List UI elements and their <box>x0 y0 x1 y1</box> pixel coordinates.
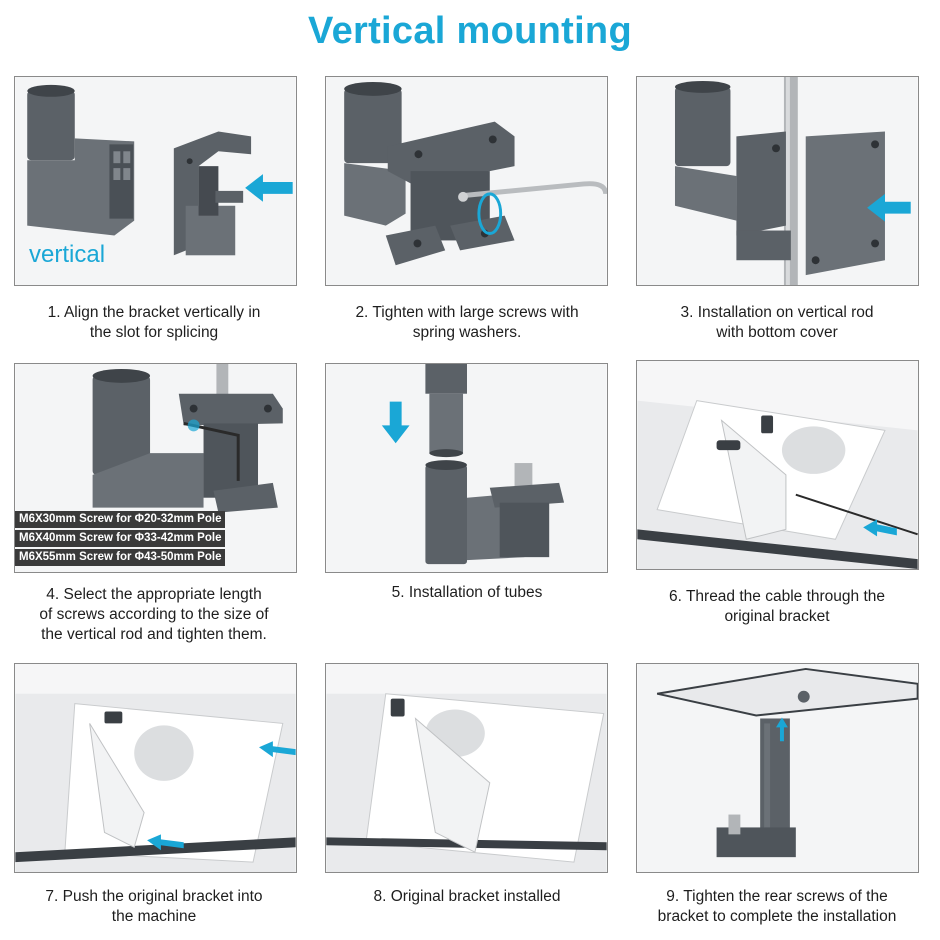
monitor-base-icon <box>326 664 607 863</box>
elbow-tube-icon <box>92 368 204 508</box>
rotate-icon <box>477 192 503 235</box>
elbow-tube-icon <box>674 80 737 221</box>
arrow-up-icon <box>776 717 788 742</box>
monitor-icon <box>656 667 918 717</box>
elbow-tube-icon <box>27 84 135 236</box>
step-1-caption: 1. Align the bracket vertically in the s… <box>47 304 261 341</box>
screw-labels: M6X30mm Screw for Φ20-32mm Pole M6X40mm … <box>15 511 226 568</box>
hex-key-icon <box>458 181 607 202</box>
arrow-left-icon <box>245 174 293 202</box>
step-4-image: M6X30mm Screw for Φ20-32mm Pole M6X40mm … <box>14 363 297 573</box>
step-6-caption: 6. Thread the cable through the original… <box>668 588 885 625</box>
bracket-icon <box>489 463 565 558</box>
bracket-icon <box>385 121 515 266</box>
elbow-tube-icon <box>344 81 406 226</box>
hex-key-icon <box>183 419 240 481</box>
step-2-caption: 2. Tighten with large screws with spring… <box>355 304 579 341</box>
step-9-caption: 9. Tighten the rear screws of the bracke… <box>657 888 897 925</box>
tube-icon <box>425 364 467 458</box>
step-2-image <box>325 76 608 286</box>
step-7-image <box>14 663 297 873</box>
cable-icon <box>795 493 918 536</box>
tube-icon <box>716 718 796 858</box>
vertical-label: vertical <box>29 241 106 268</box>
step-5-image <box>325 363 608 573</box>
step-9-image <box>636 663 919 873</box>
step-8-image <box>325 663 608 873</box>
step-6-image <box>636 360 919 570</box>
bracket-icon <box>736 131 885 276</box>
step-3-image <box>636 76 919 286</box>
step-8-caption: 8. Original bracket installed <box>373 888 561 905</box>
arrow-left-icon <box>863 519 897 537</box>
bracket-icon <box>178 393 283 513</box>
arrow-left-icon <box>147 741 296 851</box>
step-4-caption: 4. Select the appropriate length of scre… <box>39 586 269 643</box>
step-1-image: vertical <box>14 76 297 286</box>
vertical-rod-icon <box>216 364 229 404</box>
step-7-caption: 7. Push the original bracket into the ma… <box>45 888 263 925</box>
screw-label: M6X40mm Screw for Φ33-42mm Pole <box>15 530 226 547</box>
screw-label: M6X55mm Screw for Φ43-50mm Pole <box>15 549 226 566</box>
monitor-base-icon <box>15 664 296 863</box>
step-5-caption: 5. Installation of tubes <box>391 584 543 601</box>
screw-label: M6X30mm Screw for Φ20-32mm Pole <box>15 511 226 528</box>
arrow-down-icon <box>381 401 410 444</box>
step-3-caption: 3. Installation on vertical rod with bot… <box>680 304 874 341</box>
page-title: Vertical mounting <box>308 10 632 52</box>
arrow-left-icon <box>867 193 911 222</box>
bracket-icon <box>173 131 252 256</box>
